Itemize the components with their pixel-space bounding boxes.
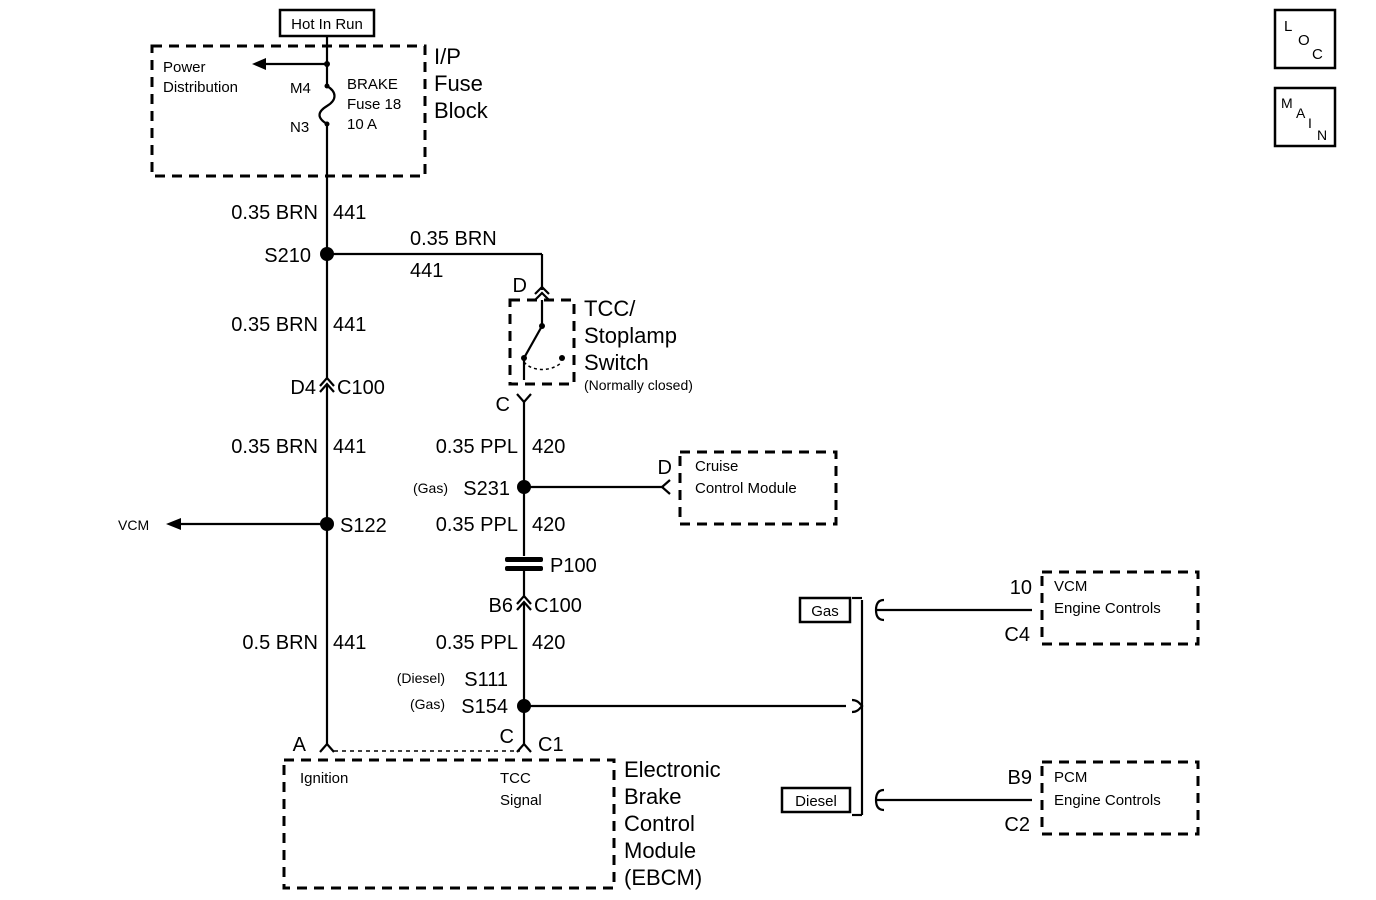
power-distribution-label-1: Power xyxy=(163,59,206,76)
wire-p2-gauge: 0.35 PPL xyxy=(436,514,518,536)
fuse-block-title-3: Block xyxy=(434,98,489,123)
wire-4-gauge: 0.5 BRN xyxy=(242,632,318,654)
ebcm-box xyxy=(282,758,616,890)
connector-b6-pin: B6 xyxy=(489,595,513,617)
loc-letter-l: L xyxy=(1284,18,1292,35)
switch-title-3: Switch xyxy=(584,350,649,375)
loc-letter-o: O xyxy=(1298,32,1310,49)
wire-p1-gauge: 0.35 PPL xyxy=(436,436,518,458)
fuse-block-title-2: Fuse xyxy=(434,71,483,96)
switch-title-2: Stoplamp xyxy=(584,323,677,348)
main-nav-button[interactable]: M A I N xyxy=(1273,86,1337,148)
wire-3-gauge: 0.35 BRN xyxy=(231,436,318,458)
switch-pin-d: D xyxy=(513,275,527,297)
cruise-pin-d: D xyxy=(658,457,672,479)
fuse-name-1: BRAKE xyxy=(347,76,398,93)
gas-option-box xyxy=(798,596,852,624)
main-letter-i: I xyxy=(1308,115,1312,131)
main-letter-a: A xyxy=(1296,105,1306,121)
fuse-block-box xyxy=(150,44,427,178)
hot-in-run-label: Hot In Run xyxy=(291,16,363,33)
ebcm-title-1: Electronic xyxy=(624,757,721,782)
splice-s210-label: S210 xyxy=(264,245,311,267)
pcm-engine-label-1: PCM xyxy=(1054,769,1087,786)
vcm-pin-10: 10 xyxy=(1010,577,1032,599)
pcm-engine-label-2: Engine Controls xyxy=(1054,792,1161,809)
connector-c100-label-2: C100 xyxy=(534,595,582,617)
wire-1-gauge: 0.35 BRN xyxy=(231,202,318,224)
wire-2-gauge: 0.35 BRN xyxy=(231,314,318,336)
switch-contact-icon xyxy=(523,325,543,359)
fuse-block-title-1: I/P xyxy=(434,44,461,69)
wire-2-circuit: 441 xyxy=(333,314,366,336)
p100-label: P100 xyxy=(550,555,597,577)
connector-pin-c: C xyxy=(500,726,514,748)
branch-wire-gauge: 0.35 BRN xyxy=(410,228,497,250)
cruise-connector-icon xyxy=(660,479,671,495)
pcm-connector-c2: C2 xyxy=(1004,814,1030,836)
diesel-option-box xyxy=(780,786,852,814)
switch-box xyxy=(508,298,576,386)
wire-p2-circuit: 420 xyxy=(532,514,565,536)
vcm-arrow-label: VCM xyxy=(118,517,149,533)
wire-p3-gauge: 0.35 PPL xyxy=(436,632,518,654)
connector-d4-pin: D4 xyxy=(290,377,316,399)
connector-a-icon xyxy=(319,742,335,753)
switch-pin-c: C xyxy=(496,394,510,416)
switch-connector-c-icon xyxy=(516,393,532,404)
cruise-label-1: Cruise xyxy=(695,458,738,475)
vcm-arrow-icon xyxy=(166,518,181,530)
wire-p3-circuit: 420 xyxy=(532,632,565,654)
ebcm-title-3: Control xyxy=(624,811,695,836)
ebcm-title-2: Brake xyxy=(624,784,681,809)
fuse-name-3: 10 A xyxy=(347,116,377,133)
connector-c1-label: C1 xyxy=(538,734,564,756)
pcm-engine-controls-box xyxy=(1040,760,1200,836)
loc-letter-c: C xyxy=(1312,46,1323,63)
splice-s122-label: S122 xyxy=(340,515,387,537)
switch-connector-d-icon xyxy=(534,285,550,295)
connector-c100-label-1: C100 xyxy=(337,377,385,399)
main-letter-m: M xyxy=(1281,95,1293,111)
splice-s111-label: S111 xyxy=(464,669,508,691)
ebcm-tcc-label-2: Signal xyxy=(500,792,542,809)
vcm-connector-c4: C4 xyxy=(1004,624,1030,646)
vcm-engine-controls-box xyxy=(1040,570,1200,646)
ebcm-tcc-label-1: TCC xyxy=(500,770,531,787)
splice-s231-label: S231 xyxy=(463,478,510,500)
splice-s154-label: S154 xyxy=(461,696,508,718)
power-distribution-label-2: Distribution xyxy=(163,79,238,96)
power-distribution-arrow-icon xyxy=(252,58,266,70)
fuse-name-2: Fuse 18 xyxy=(347,96,401,113)
fuse-pin-n3: N3 xyxy=(290,119,309,136)
vcm-engine-label-1: VCM xyxy=(1054,578,1087,595)
main-letter-n: N xyxy=(1317,127,1327,143)
wire-p1-circuit: 420 xyxy=(532,436,565,458)
ebcm-ignition-label: Ignition xyxy=(300,770,348,787)
wire-1-circuit: 441 xyxy=(333,202,366,224)
ebcm-title-5: (EBCM) xyxy=(624,865,702,890)
splice-s111-note: (Diesel) xyxy=(397,670,445,686)
vcm-engine-label-2: Engine Controls xyxy=(1054,600,1161,617)
cruise-label-2: Control Module xyxy=(695,480,797,497)
pcm-pin-b9: B9 xyxy=(1008,767,1032,789)
p100-icon xyxy=(505,557,543,562)
splice-s231-note: (Gas) xyxy=(413,480,448,496)
splice-s154-note: (Gas) xyxy=(410,696,445,712)
switch-title-1: TCC/ xyxy=(584,296,636,321)
wire-3-circuit: 441 xyxy=(333,436,366,458)
branch-wire-circuit: 441 xyxy=(410,260,443,282)
switch-note: (Normally closed) xyxy=(584,377,693,393)
fuse-icon xyxy=(318,85,336,125)
ebcm-title-4: Module xyxy=(624,838,696,863)
diesel-option-label: Diesel xyxy=(795,793,837,810)
connector-pin-a: A xyxy=(293,734,307,756)
wire-4-circuit: 441 xyxy=(333,632,366,654)
cruise-module-box xyxy=(678,450,838,526)
loc-nav-button[interactable]: L O C xyxy=(1273,8,1337,70)
fuse-pin-m4: M4 xyxy=(290,80,311,97)
gas-option-label: Gas xyxy=(811,603,839,620)
connector-c1-icon xyxy=(516,742,532,753)
